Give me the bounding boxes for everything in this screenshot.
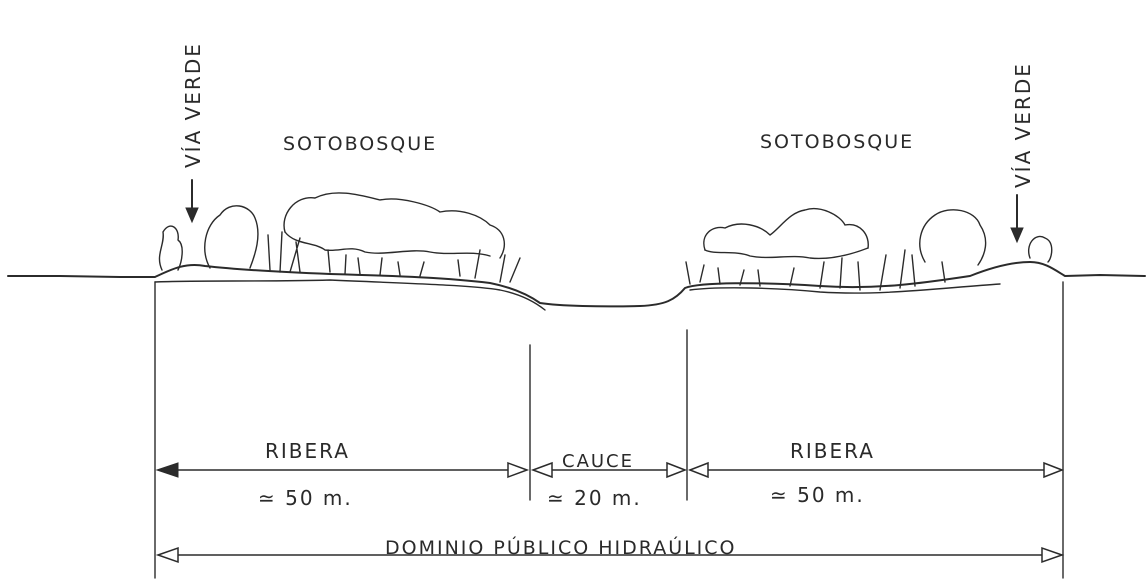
sotobosque-right-label: SOTOBOSQUE	[760, 131, 914, 153]
ribera-right-label: RIBERA	[790, 439, 875, 463]
ribera-left-label: RIBERA	[265, 439, 350, 463]
via-verde-left-label: VÍA VERDE	[181, 42, 205, 168]
vegetation-right	[685, 208, 1053, 291]
ribera-right-width: ≃ 50 m.	[770, 483, 865, 507]
terrain-profile	[7, 261, 1146, 311]
dimension-dominio	[155, 546, 1065, 564]
vegetation-left	[158, 192, 521, 283]
via-verde-arrow-right	[1010, 194, 1024, 244]
sotobosque-left-label: SOTOBOSQUE	[283, 133, 437, 155]
boundary-lines	[154, 281, 1064, 579]
dimension-ribera-right	[687, 461, 1065, 479]
cauce-width: ≃ 20 m.	[547, 486, 642, 510]
dimension-ribera-left	[155, 461, 530, 479]
ribera-left-width: ≃ 50 m.	[258, 486, 353, 510]
via-verde-arrow-left	[185, 179, 199, 224]
cauce-label: CAUCE	[562, 451, 634, 472]
dominio-label: DOMINIO PÚBLICO HIDRAÚLICO	[385, 535, 737, 559]
via-verde-right-label: VÍA VERDE	[1011, 62, 1035, 188]
dimension-cauce	[530, 461, 688, 479]
